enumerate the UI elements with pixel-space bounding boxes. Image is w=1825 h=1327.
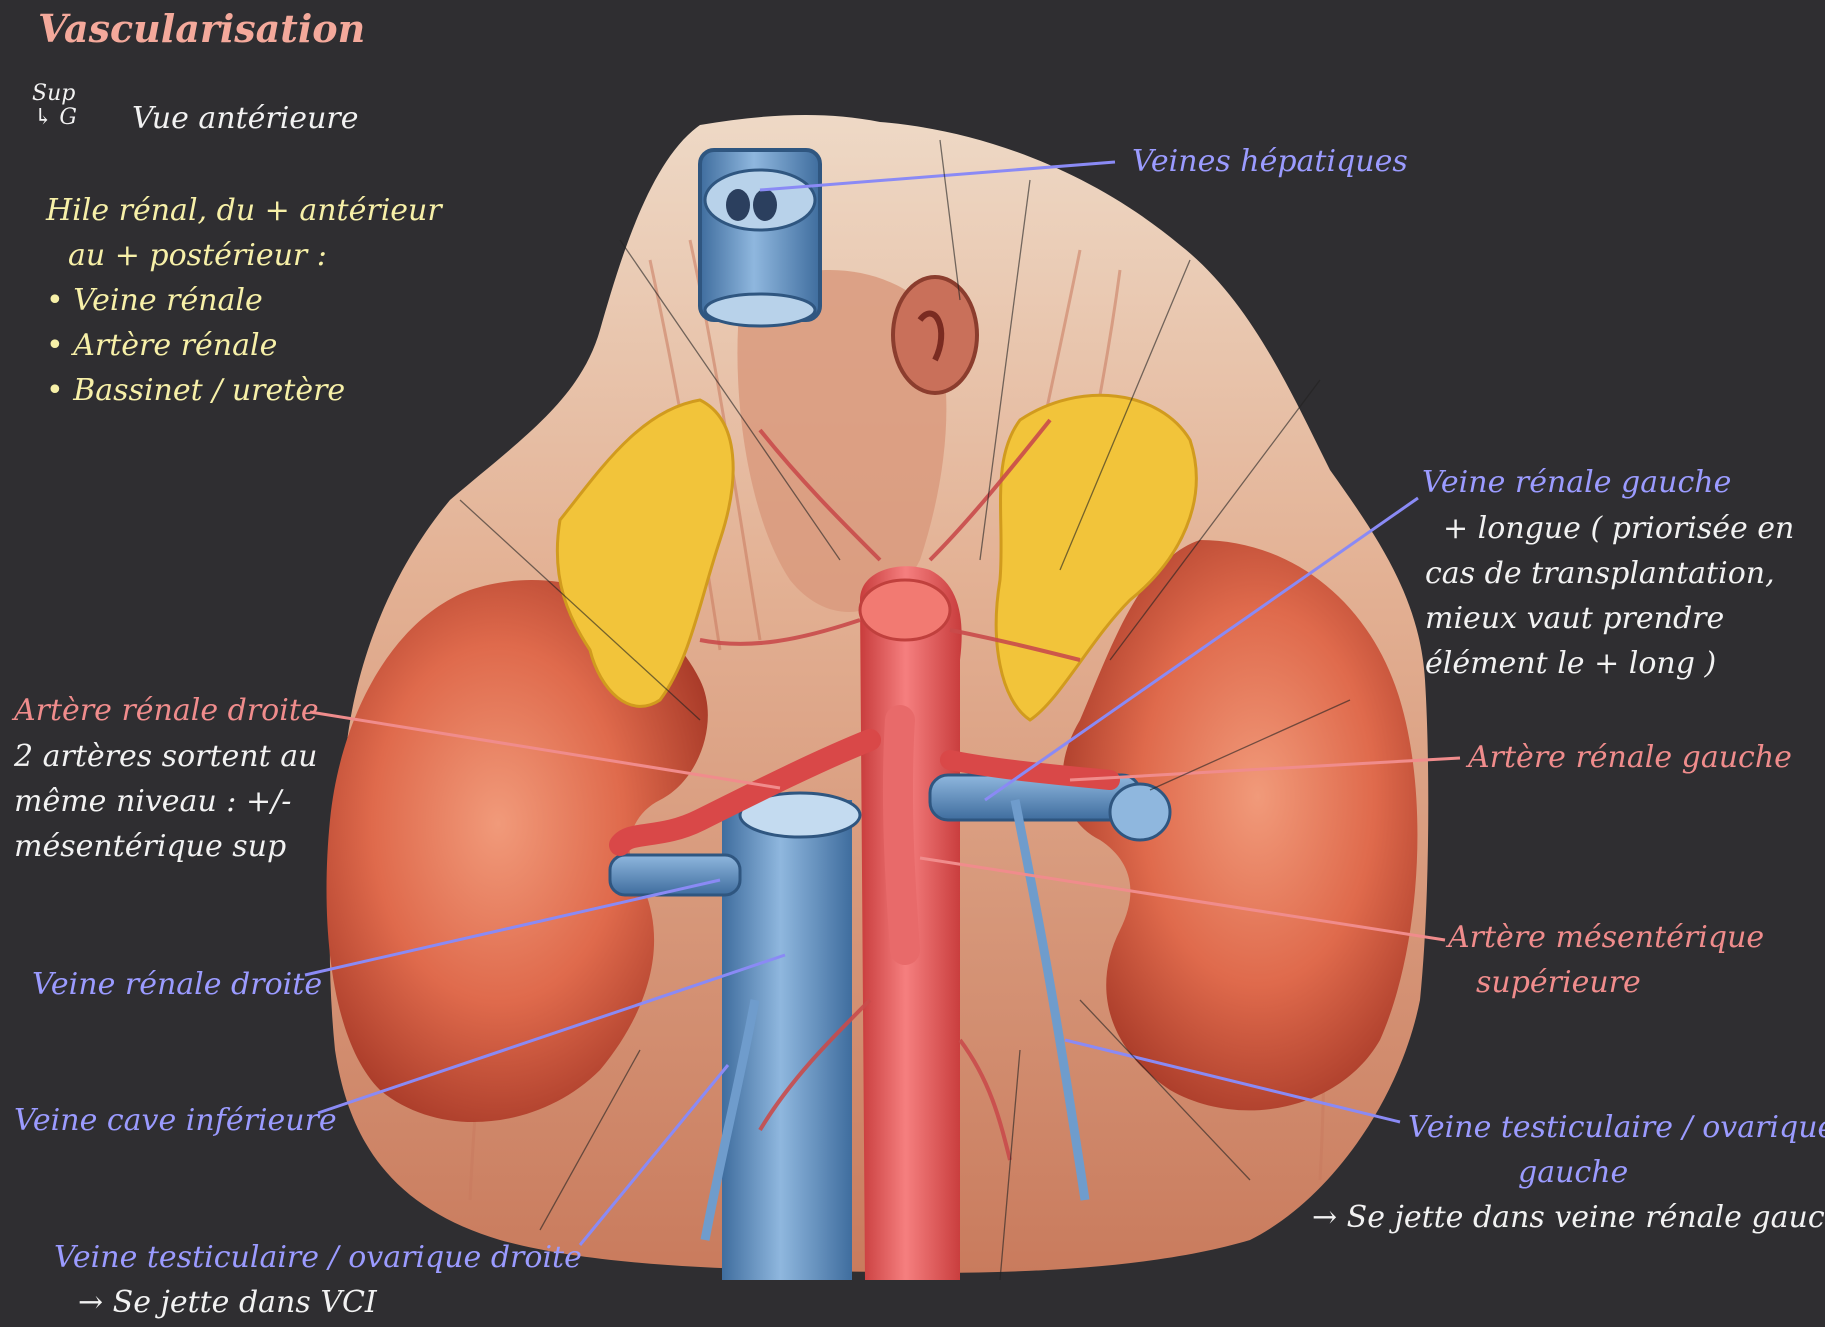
hile-heading-2: au + postérieur :	[68, 238, 327, 273]
label-ams-line-1: Artère mésentérique	[1448, 920, 1765, 955]
orientation-sup: Sup	[32, 81, 76, 106]
leader-veines-hepatiques	[759, 160, 1116, 192]
leader-artere-renale-gauche	[1069, 756, 1461, 782]
label-vtg-line-2: gauche	[1518, 1155, 1629, 1190]
hile-item-artere: • Artère rénale	[46, 328, 278, 363]
right-gonadal-vein	[700, 999, 760, 1241]
leader-veine-renale-droite	[304, 878, 721, 977]
left-gonadal-vein	[1010, 799, 1090, 1201]
orientation-left: ↳ G	[34, 105, 78, 130]
hile-item-bassinet: • Bassinet / uretère	[46, 373, 346, 408]
label-vtg-line-1: Veine testiculaire / ovarique	[1408, 1110, 1825, 1145]
label-ams-line-2: supérieure	[1476, 965, 1641, 1000]
note-ard-line-3: mésentérique sup	[14, 829, 287, 864]
leader-artere-renale-droite	[309, 710, 781, 790]
label-veine-renale-droite: Veine rénale droite	[32, 967, 323, 1002]
hile-note: Hile rénal, du + antérieur au + postérie…	[46, 188, 442, 413]
leader-veine-renale-gauche	[984, 496, 1419, 802]
note-ard-line-1: 2 artères sortent au	[14, 739, 318, 774]
label-veine-testiculaire-droite: Veine testiculaire / ovarique droite	[54, 1240, 582, 1275]
hile-item-veine: • Veine rénale	[46, 283, 263, 318]
label-artere-renale-gauche: Artère rénale gauche	[1468, 740, 1792, 775]
esophagus-cut	[891, 275, 979, 395]
right-renal-artery	[609, 729, 881, 856]
label-veine-cave: Veine cave inférieure	[14, 1103, 337, 1138]
note-ard-line-2: même niveau : +/-	[14, 784, 292, 819]
page-title: Vascularisation	[38, 6, 366, 51]
view-label: Vue antérieure	[132, 101, 359, 136]
note-veine-testiculaire-droite: → Se jette dans VCI	[78, 1285, 377, 1320]
superior-mesenteric-artery	[882, 705, 920, 965]
note-vrg-line-3: mieux vaut prendre	[1425, 601, 1725, 636]
note-veine-renale-gauche: + longue ( priorisée en cas de transplan…	[1425, 506, 1794, 686]
hile-heading-1: Hile rénal, du + antérieur	[46, 193, 442, 228]
ivc-opening	[738, 791, 862, 839]
leader-veine-testiculaire-gauche	[1064, 1038, 1401, 1124]
leader-veine-cave	[317, 953, 786, 1115]
kidney-right	[326, 580, 708, 1123]
note-artere-renale-droite: 2 artères sortent au même niveau : +/- m…	[14, 734, 317, 869]
label-veine-renale-gauche: Veine rénale gauche	[1422, 465, 1732, 500]
adrenal-gland-left	[994, 393, 1198, 722]
right-renal-vein	[608, 853, 742, 897]
label-veine-testiculaire-gauche: Veine testiculaire / ovarique gauche	[1408, 1105, 1825, 1195]
label-artere-renale-droite: Artère rénale droite	[14, 693, 319, 728]
note-vrg-line-4: élément le + long )	[1425, 646, 1717, 681]
note-veine-testiculaire-gauche: → Se jette dans veine rénale gauche	[1312, 1200, 1825, 1235]
label-veines-hepatiques: Veines hépatiques	[1132, 144, 1408, 179]
note-vrg-line-1: + longue ( priorisée en	[1443, 511, 1795, 546]
leader-artere-mesenterique	[919, 856, 1446, 942]
label-artere-mesenterique: Artère mésentérique supérieure	[1448, 915, 1764, 1005]
leader-veine-testiculaire-droite	[578, 1064, 730, 1246]
note-vrg-line-2: cas de transplantation,	[1425, 556, 1775, 591]
